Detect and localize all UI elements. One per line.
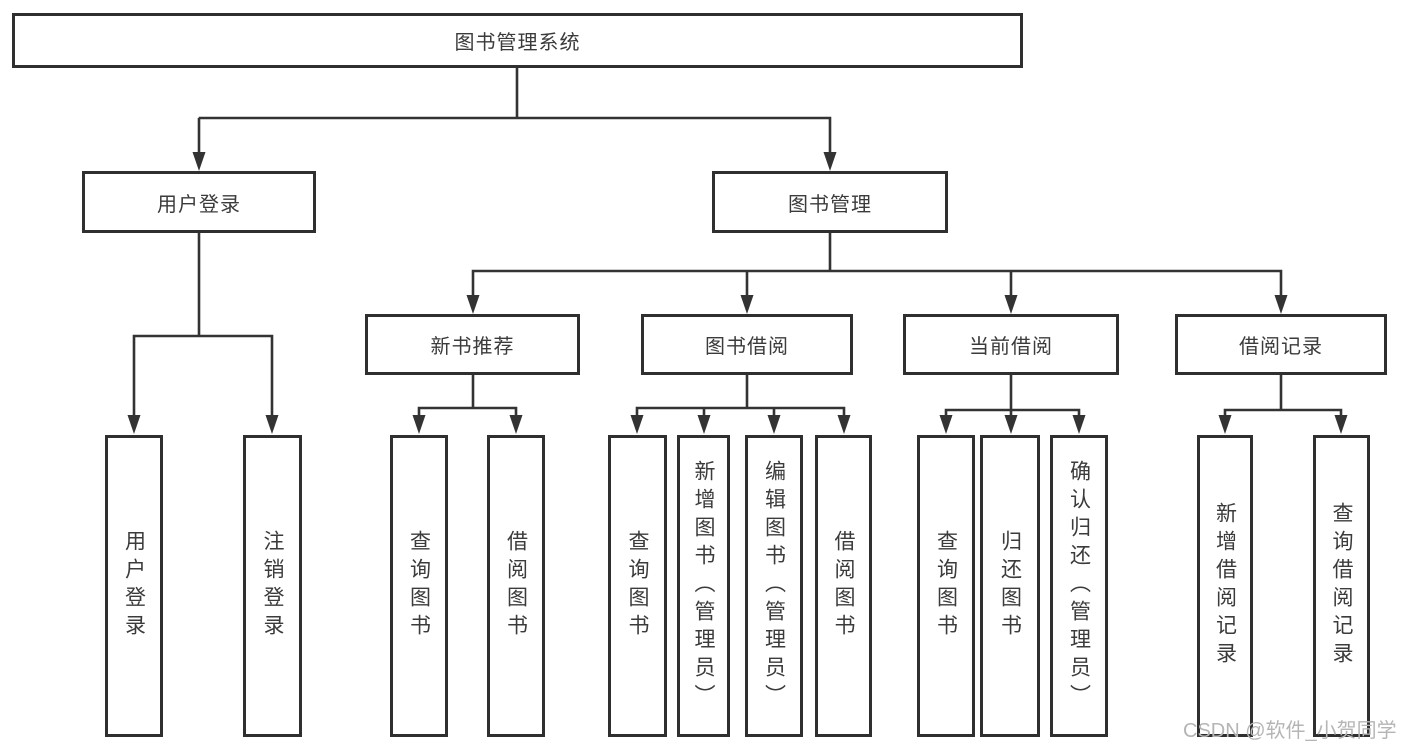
- leaf-label: 新增图书（管理员）: [692, 460, 715, 712]
- leaf-query-books-current: 查询图书: [917, 435, 975, 737]
- leaf-label: 注销登录: [261, 530, 284, 642]
- tree-edges: [132, 68, 1343, 419]
- node-new-book-recommend: 新书推荐: [365, 314, 580, 375]
- leaf-label: 确认归还（管理员）: [1067, 460, 1091, 712]
- leaf-label: 查询图书: [407, 530, 431, 642]
- leaf-borrow-books-recommend: 借阅图书: [487, 435, 545, 737]
- node-label: 用户登录: [157, 193, 241, 216]
- node-library-management-system: 图书管理系统: [12, 13, 1023, 68]
- leaf-label: 归还图书: [998, 530, 1022, 642]
- leaf-query-books-borrowing: 查询图书: [608, 435, 667, 737]
- leaf-add-borrow-record: 新增借阅记录: [1197, 435, 1253, 737]
- node-borrowing-records: 借阅记录: [1175, 314, 1387, 375]
- node-label: 借阅记录: [1239, 336, 1323, 358]
- leaf-label: 查询图书: [934, 530, 958, 642]
- leaf-label: 查询借阅记录: [1330, 502, 1353, 670]
- leaf-logout: 注销登录: [243, 435, 302, 737]
- leaf-label: 查询图书: [626, 530, 649, 642]
- leaf-label: 用户登录: [122, 530, 146, 642]
- leaf-borrow-books-borrowing: 借阅图书: [815, 435, 872, 737]
- node-current-borrowing: 当前借阅: [903, 314, 1119, 375]
- node-book-management: 图书管理: [712, 171, 948, 233]
- csdn-watermark: CSDN @软件_小贺同学: [1183, 720, 1397, 742]
- leaf-confirm-return-admin: 确认归还（管理员）: [1050, 435, 1108, 737]
- node-label: 图书管理系统: [454, 32, 581, 54]
- leaf-label: 新增借阅记录: [1213, 502, 1237, 670]
- leaf-label: 借阅图书: [504, 530, 528, 642]
- node-label: 当前借阅: [969, 336, 1053, 358]
- node-label: 新书推荐: [430, 336, 515, 358]
- node-book-borrowing: 图书借阅: [641, 314, 853, 375]
- leaf-add-book-admin: 新增图书（管理员）: [677, 435, 730, 737]
- arrowheads: [127, 152, 1348, 434]
- leaf-query-borrow-record: 查询借阅记录: [1313, 435, 1370, 737]
- leaf-label: 借阅图书: [832, 530, 855, 642]
- node-user-login: 用户登录: [82, 171, 316, 233]
- leaf-label: 编辑图书（管理员）: [762, 460, 786, 712]
- leaf-query-books-recommend: 查询图书: [390, 435, 448, 737]
- node-label: 图书管理: [788, 193, 872, 216]
- leaf-return-book: 归还图书: [980, 435, 1040, 737]
- leaf-edit-book-admin: 编辑图书（管理员）: [745, 435, 803, 737]
- node-label: 图书借阅: [705, 336, 789, 358]
- leaf-user-login: 用户登录: [105, 435, 163, 737]
